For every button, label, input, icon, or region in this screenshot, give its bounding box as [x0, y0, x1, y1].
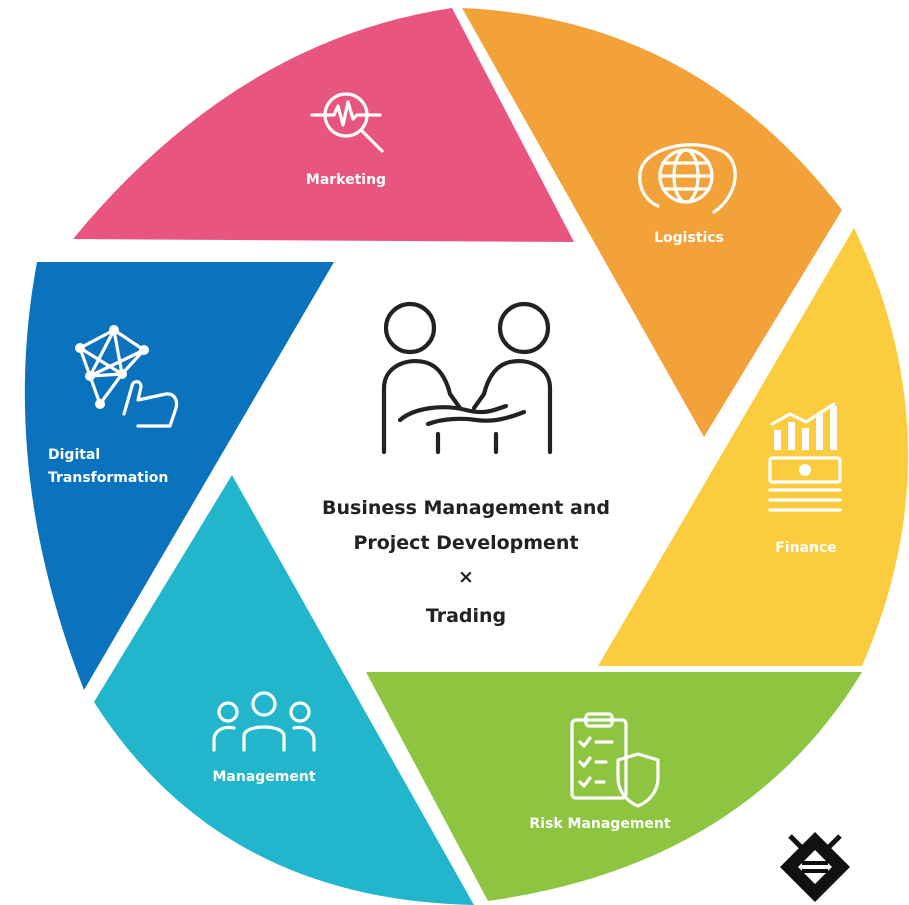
segment-label-risk-management: Risk Management	[529, 816, 670, 832]
network-hand-icon	[75, 325, 179, 428]
globe-orbit-icon	[638, 143, 737, 214]
segment-label-logistics: Logistics	[654, 230, 724, 246]
segment-label-management: Management	[212, 769, 315, 785]
money-chart-icon	[768, 402, 842, 512]
diamond-logo-icon	[780, 832, 850, 902]
magnifier-pulse-icon	[310, 92, 384, 153]
checklist-shield-icon	[570, 712, 660, 808]
segment-finance	[598, 228, 909, 666]
center-title-line1: Business Management and	[322, 497, 610, 519]
segment-label-marketing: Marketing	[306, 172, 386, 188]
segment-logistics	[462, 8, 842, 437]
team-icon	[212, 691, 316, 752]
center-title-line2: Project Development	[353, 532, 578, 554]
segment-label-finance: Finance	[775, 540, 837, 556]
segment-management	[94, 475, 474, 905]
handshake-people-icon	[381, 301, 553, 455]
segment-marketing	[73, 8, 574, 242]
center-title-line4: Trading	[426, 605, 506, 627]
center-title-times: ×	[458, 566, 474, 588]
segment-risk-management	[366, 672, 862, 901]
segment-label-transformation: Transformation	[48, 470, 168, 486]
segment-label-digital: Digital	[48, 447, 100, 463]
